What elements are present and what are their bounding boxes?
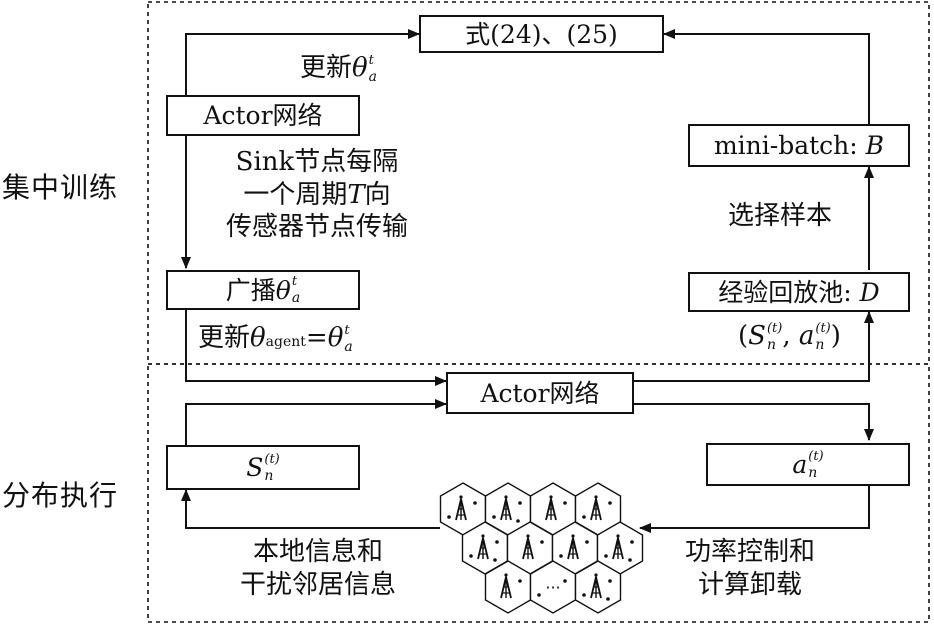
update-agent-sub2: a [344,339,353,355]
broadcast-sub: a [291,290,301,306]
actor-top-label: Actor网络 [203,101,323,130]
tuple-a: a [798,321,815,351]
local-info-line-2: 干扰邻居信息 [239,569,396,600]
actor-bottom-label: Actor网络 [480,378,600,408]
arrow-action-to-network [639,486,870,533]
sink-line-2-T: T [347,179,365,210]
equation-box: 式(24)、(25) [419,15,664,53]
tuple-open: ( [738,321,749,351]
update-top-prefix: 更新 [300,53,353,83]
label-local-info: 本地信息和 干扰邻居信息 [218,536,418,601]
tuple-S-sub: n [766,337,776,353]
arrow-broadcast-to-actor [185,310,447,386]
tuple-S: S [748,321,766,351]
replay-var: D [859,277,880,307]
arrow-network-to-state [181,489,440,529]
update-agent-sup2: t [344,323,350,338]
state-box: S(t)n [166,445,360,490]
tuple-comma: , [782,321,799,351]
action-sub: n [808,464,818,481]
sink-line-2-b: 向 [364,179,391,210]
tuple-S-sup: (t) [766,321,783,336]
local-info-line-1: 本地信息和 [252,537,383,567]
broadcast-prefix: 广播 [225,275,276,305]
replay-pool-box: 经验回放池: D [688,272,910,312]
update-agent-eq: = [305,323,328,353]
label-transition-tuple: (S(t)n, a(t)n) [738,320,841,353]
state-sup: (t) [264,451,280,467]
broadcast-theta: θ [275,275,291,305]
arrow-actor-to-action [634,403,874,441]
power-line-1: 功率控制和 [684,537,815,567]
replay-prefix: 经验回放池: [718,277,860,307]
update-agent-prefix: 更新 [198,323,251,353]
update-agent-sub: agent [265,334,306,350]
sink-line-2: 一个周期T向 [198,179,436,212]
arrow-actor-to-replay [634,311,874,382]
actor-network-bottom: Actor网络 [446,372,634,414]
minibatch-var: B [865,131,885,160]
label-select-samples: 选择样本 [728,201,833,231]
action-box: a(t)n [706,443,910,486]
actor-network-top: Actor网络 [166,95,360,136]
action-sup: (t) [808,448,824,464]
minibatch-box: mini-batch: B [688,124,910,167]
action-var: a [792,450,808,479]
tuple-a-sup: (t) [815,321,831,336]
update-top-sup: t [368,53,374,68]
label-distributed-execution: 分布执行 [2,479,119,512]
state-sub: n [264,467,274,484]
update-top-sub: a [368,69,378,85]
update-agent-theta2: θ [327,323,344,353]
sink-line-2-a: 一个周期 [243,179,348,210]
update-top-theta: θ [352,53,368,83]
power-line-2: 计算卸载 [697,569,802,600]
equation-text: 式(24)、(25) [465,19,618,49]
arrow-actor-to-equation [185,29,420,95]
arrow-state-to-actor [185,399,447,445]
label-centralized-training: 集中训练 [2,171,119,204]
frame-centralized [147,1,930,365]
tuple-close: ) [830,321,841,351]
sink-line-1: Sink节点每隔 [235,147,399,177]
label-power-offload: 功率控制和 计算卸载 [650,536,850,601]
state-var: S [246,453,264,482]
minibatch-prefix: mini-batch: [713,131,866,160]
arrow-minibatch-to-equation [663,29,870,124]
sink-line-3: 传感器节点传输 [225,212,408,242]
label-sink-transmission: Sink节点每隔 一个周期T向 传感器节点传输 [198,146,436,244]
tuple-a-sub: n [815,337,825,353]
update-agent-theta: θ [250,323,266,353]
broadcast-sup: t [291,274,298,289]
